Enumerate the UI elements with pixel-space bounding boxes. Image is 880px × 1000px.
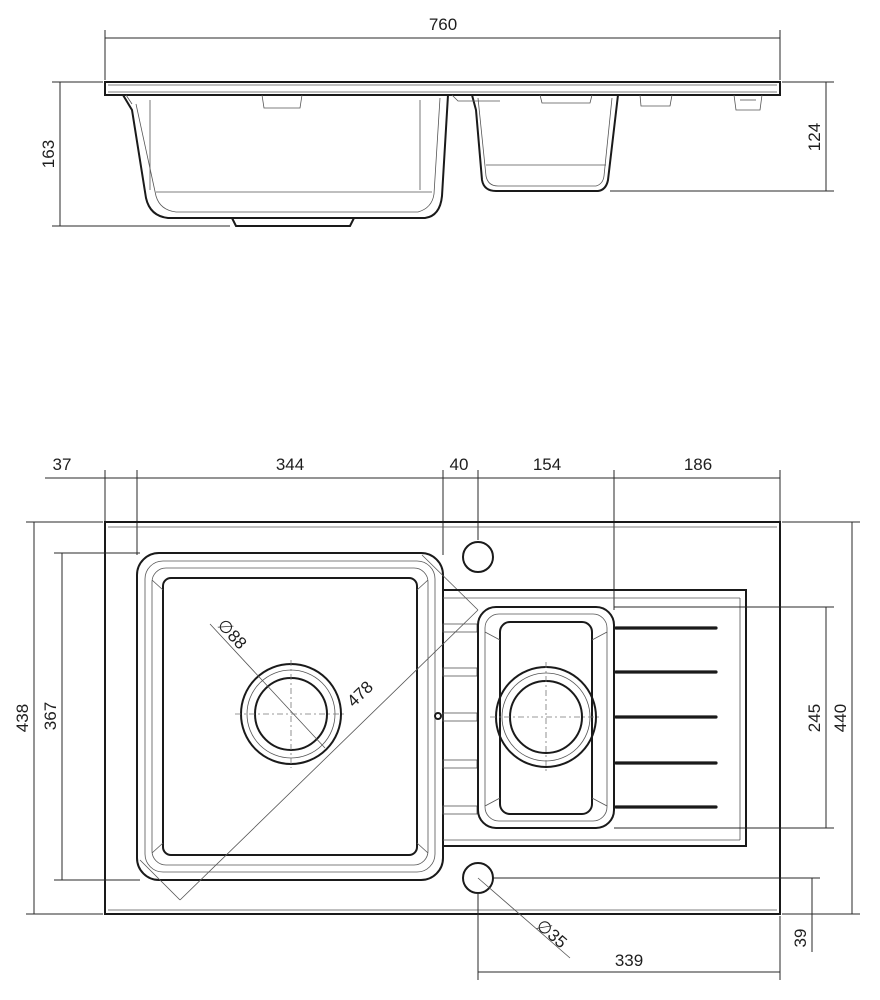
small-drain — [490, 662, 602, 772]
label-divider: 40 — [450, 455, 469, 474]
dim-tap-hole-offset-y: 39 — [494, 877, 820, 952]
label-small-bowl-height: 124 — [805, 123, 824, 151]
dim-drainer-depth: 440 — [782, 521, 860, 915]
label-total-height: 163 — [39, 140, 58, 168]
main-drain: ∅88 — [209, 615, 347, 768]
small-bowl-side — [451, 94, 619, 192]
label-margin-left: 37 — [53, 455, 72, 474]
label-small-bowl-width: 154 — [533, 455, 561, 474]
label-tap-hole-offset-x: 339 — [615, 951, 643, 970]
drainer-plate — [434, 589, 747, 847]
label-tap-hole-offset-y: 39 — [791, 929, 810, 948]
label-diagonal: 478 — [343, 677, 377, 710]
sink-slab-side — [104, 81, 781, 96]
main-bowl-side — [122, 94, 449, 227]
label-drainer-width: 186 — [684, 455, 712, 474]
dim-overall-width: 760 — [104, 15, 781, 80]
dim-tap-hole-offset-x: 339 — [477, 893, 781, 980]
label-drainer-depth: 440 — [831, 704, 850, 732]
dim-main-bowl-depth: 367 — [41, 552, 140, 881]
dim-diagonal: 478 — [139, 554, 479, 901]
main-bowl-top — [136, 552, 444, 881]
label-main-drain-diameter: ∅88 — [214, 615, 251, 653]
label-main-bowl-depth: 367 — [41, 702, 60, 730]
label-overall-depth: 438 — [13, 704, 32, 732]
label-tap-hole-diameter: ∅35 — [533, 916, 571, 952]
label-main-bowl-width: 344 — [276, 455, 304, 474]
side-view: 760 — [39, 15, 834, 227]
label-small-bowl-depth: 245 — [805, 704, 824, 732]
small-bowl-top — [477, 606, 615, 829]
drainer-grooves — [614, 626, 718, 809]
tap-hole-bottom: ∅35 — [462, 862, 571, 959]
dim-small-bowl-height: 124 — [610, 81, 834, 192]
sink-slab-top — [104, 521, 781, 915]
top-view: 37 344 40 154 186 ∅35 — [13, 455, 860, 980]
dim-small-bowl-depth: 245 — [614, 606, 834, 829]
dim-total-height: 163 — [39, 81, 230, 227]
dim-top-chain: 37 344 40 154 186 — [45, 455, 781, 610]
tap-hole-top — [462, 541, 494, 573]
label-overall-width: 760 — [429, 15, 457, 34]
dim-overall-depth: 438 — [13, 521, 103, 915]
side-clips — [639, 94, 763, 111]
